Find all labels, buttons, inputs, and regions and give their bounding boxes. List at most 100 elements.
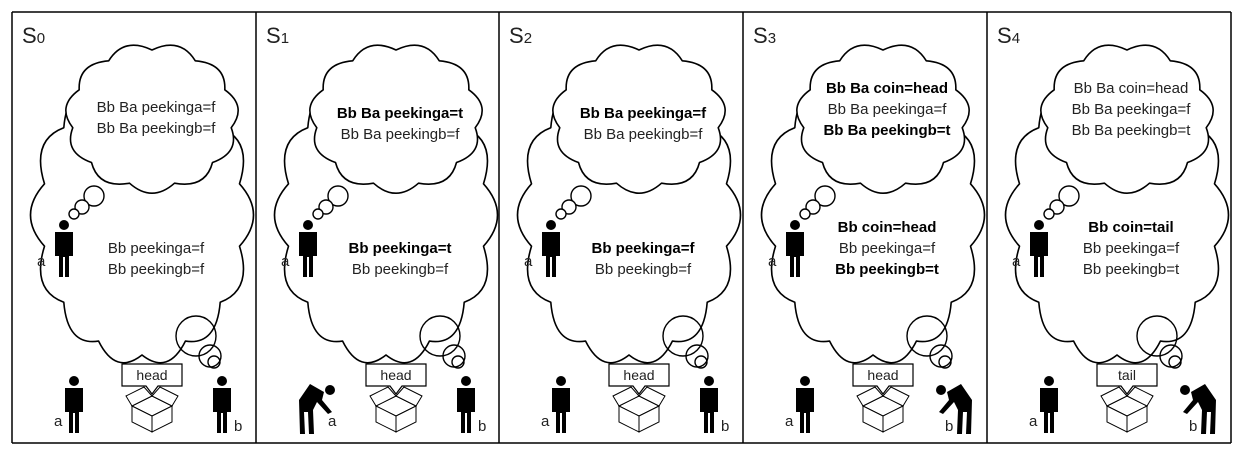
agent-b-label: b (945, 418, 953, 435)
agent-b-label: b (721, 418, 729, 435)
agent-a-figure (65, 376, 83, 433)
agent-b-label: b (478, 418, 486, 435)
thought-bubble (68, 208, 80, 220)
thought-bubble-b (1159, 344, 1183, 368)
coin-label: head (867, 367, 898, 383)
belief-line: Bb peekinga=t (349, 240, 452, 257)
coin-label-callout (1096, 363, 1158, 395)
panel-frame (11, 11, 1232, 444)
thought-bubble-b (938, 355, 952, 369)
thought-bubble (1043, 208, 1055, 220)
state-subscript: 1 (281, 30, 289, 47)
panel-1: S1 Bb Ba peekinga=t Bb Ba peekingb=f Bb pee… (266, 23, 499, 435)
belief-line: Bb peekingb=f (108, 261, 205, 278)
agent-a-label: a (54, 413, 63, 430)
coin-label-callout (608, 363, 670, 395)
thought-bubble (805, 199, 821, 215)
thought-bubble (570, 185, 592, 207)
thought-bubble-b (929, 344, 953, 368)
state-subscript: 4 (1012, 30, 1020, 47)
nested-belief-line: Bb Ba coin=head (826, 80, 948, 97)
belief-line: Bb peekinga=f (108, 240, 205, 257)
thought-cloud-nested (796, 44, 970, 194)
agent-b-figure (936, 384, 972, 434)
belief-line: Bb peekinga=f (592, 240, 696, 257)
agent-a-label: a (37, 253, 46, 270)
thought-bubble-b (442, 344, 466, 368)
coin-label-callout (121, 363, 183, 395)
thought-cloud-nested (1040, 44, 1214, 194)
box-icon (369, 386, 423, 433)
agent-a-label: a (785, 413, 794, 430)
thought-bubble (83, 185, 105, 207)
thought-bubble (799, 208, 811, 220)
thought-bubble-b (694, 355, 708, 369)
agent-a-thought-figure (299, 220, 317, 277)
agent-b-figure (213, 376, 231, 433)
agent-a-label: a (524, 253, 533, 270)
coin-label: head (623, 367, 654, 383)
nested-belief-line: Bb Ba coin=head (1074, 80, 1189, 97)
thought-bubble (312, 208, 324, 220)
agent-a-figure (1040, 376, 1058, 433)
nested-belief-line: Bb Ba peekinga=t (337, 105, 463, 122)
state-label: S3 (753, 23, 776, 48)
box-icon (1100, 386, 1154, 433)
box-icon (612, 386, 666, 433)
thought-bubble-b (419, 315, 461, 357)
box-icon (125, 386, 179, 433)
agent-a-figure (796, 376, 814, 433)
agent-a-thought-figure (542, 220, 560, 277)
state-label: S0 (22, 23, 45, 48)
coin-label: tail (1118, 367, 1136, 383)
nested-belief-line: Bb Ba peekinga=f (1072, 101, 1192, 118)
belief-line: Bb peekingb=t (835, 261, 939, 278)
box-icon (856, 386, 910, 433)
agent-b-label: b (234, 418, 242, 435)
agent-a-thought-figure (1030, 220, 1048, 277)
agent-a-label: a (1012, 253, 1021, 270)
belief-line: Bb peekingb=f (595, 261, 692, 278)
nested-belief-line: Bb Ba peekingb=t (823, 122, 950, 139)
agent-a-thought-figure (786, 220, 804, 277)
thought-bubble-b (906, 315, 948, 357)
agent-a-label: a (768, 253, 777, 270)
coin-label: head (136, 367, 167, 383)
thought-cloud-nested (309, 44, 483, 194)
state-label: S2 (509, 23, 532, 48)
belief-line: Bb peekingb=f (352, 261, 449, 278)
belief-line: Bb coin=head (838, 219, 937, 236)
thought-bubble (1049, 199, 1065, 215)
state-subscript: 3 (768, 30, 776, 47)
state-label: S1 (266, 23, 289, 48)
agent-a-label: a (541, 413, 550, 430)
thought-bubble-b (1136, 315, 1178, 357)
thought-bubble (561, 199, 577, 215)
coin-label: head (380, 367, 411, 383)
nested-belief-line: Bb Ba peekingb=f (341, 126, 461, 143)
thought-cloud-nested (65, 44, 239, 194)
thought-bubble-b (451, 355, 465, 369)
coin-label-callout (852, 363, 914, 395)
thought-bubble-b (175, 315, 217, 357)
nested-belief-line: Bb Ba peekingb=f (584, 126, 704, 143)
thought-bubble-b (198, 344, 222, 368)
thought-bubble (74, 199, 90, 215)
thought-bubble (1058, 185, 1080, 207)
coin-label-callout (365, 363, 427, 395)
thought-bubble (555, 208, 567, 220)
nested-belief-line: Bb Ba peekingb=t (1072, 122, 1192, 139)
thought-bubble-b (685, 344, 709, 368)
agent-a-label: a (1029, 413, 1038, 430)
agent-b-figure (700, 376, 718, 433)
agent-b-figure (1180, 384, 1216, 434)
belief-line: Bb peekinga=f (1083, 240, 1180, 257)
agent-a-thought-figure (55, 220, 73, 277)
agent-b-figure (457, 376, 475, 433)
state-label: S4 (997, 23, 1020, 48)
